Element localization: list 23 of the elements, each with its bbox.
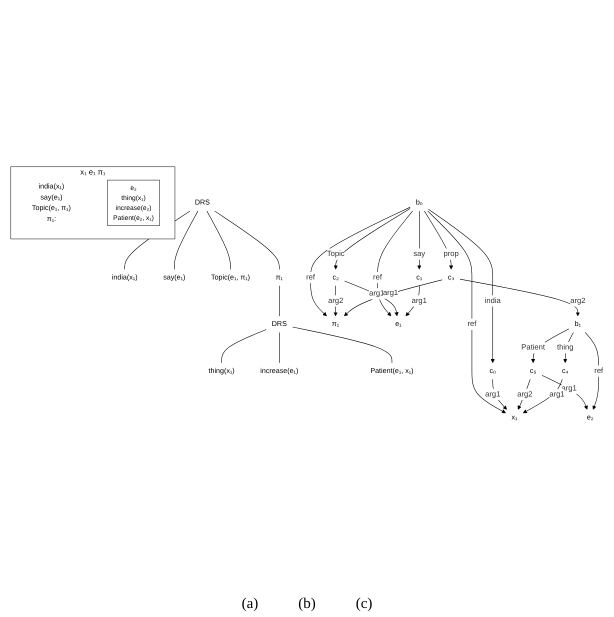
- panel-caption: (a): [242, 596, 258, 613]
- arrow: [424, 210, 454, 270]
- arrow: [344, 280, 399, 316]
- connector: [279, 285, 280, 316]
- arrow: [310, 206, 410, 316]
- connector: [221, 328, 266, 363]
- arrow: [492, 378, 508, 410]
- arrow: [417, 210, 422, 270]
- arrow: [427, 210, 506, 413]
- connector: [206, 210, 231, 270]
- arrow: [460, 278, 580, 316]
- connector: [279, 332, 280, 363]
- connector: [292, 326, 392, 363]
- arrow: [334, 285, 338, 316]
- arrow: [542, 374, 588, 410]
- arrow: [584, 332, 600, 410]
- connector: [174, 210, 198, 270]
- arrow: [428, 208, 495, 363]
- connector: [214, 210, 280, 270]
- arrow: [377, 210, 413, 316]
- panel-caption: (c): [356, 596, 372, 613]
- panel-caption: (b): [298, 596, 316, 613]
- arrow: [334, 208, 410, 270]
